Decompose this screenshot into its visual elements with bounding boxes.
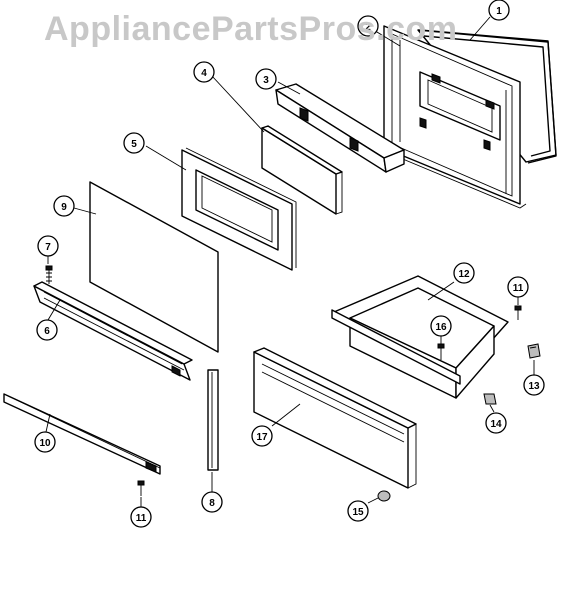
- callout-1: 1: [488, 0, 510, 21]
- part-3-door-handle: [275, 83, 405, 173]
- part-8-seal-strip: [207, 369, 219, 471]
- callout-label: 14: [490, 419, 502, 430]
- callout-6: 6: [36, 319, 58, 341]
- part-5-window-frame: [181, 147, 297, 271]
- callout-label: 12: [458, 269, 470, 280]
- callout-label: 11: [513, 283, 524, 294]
- watermark: AppliancePartsPros.com: [44, 10, 458, 48]
- callout-label: 1: [496, 6, 502, 17]
- callout-label: 3: [263, 75, 269, 86]
- callout-10: 10: [34, 431, 56, 453]
- callout-11-upper: 11: [507, 276, 529, 298]
- part-2-inner-door: [383, 25, 527, 209]
- callout-8: 8: [201, 491, 223, 513]
- leader-lines: [45, 16, 535, 507]
- callout-label: 4: [201, 68, 207, 79]
- callout-15: 15: [347, 500, 369, 522]
- callout-9: 9: [53, 195, 75, 217]
- callout-2: 2: [357, 15, 379, 37]
- part-10-drawer-rail: [3, 393, 161, 475]
- callout-3: 3: [255, 68, 277, 90]
- callout-5: 5: [123, 132, 145, 154]
- callout-7: 7: [37, 235, 59, 257]
- callout-label: 15: [352, 507, 364, 518]
- part-9-outer-glass: [89, 181, 219, 353]
- part-13-clip: [527, 343, 541, 359]
- callout-17: 17: [251, 425, 273, 447]
- callout-label: 9: [61, 202, 67, 213]
- part-14-bumper: [483, 393, 497, 405]
- callout-label: 17: [256, 432, 268, 443]
- part-4-glass-panel: [261, 125, 343, 215]
- part-12-drawer-box: [331, 275, 509, 399]
- callout-label: 16: [435, 322, 447, 333]
- callout-13: 13: [523, 374, 545, 396]
- part-7-screw: [45, 265, 53, 284]
- part-17-drawer-front: [253, 347, 417, 489]
- callout-label: 8: [209, 498, 215, 509]
- callout-label: 7: [45, 242, 51, 253]
- callout-12: 12: [453, 262, 475, 284]
- callout-label: 2: [365, 22, 371, 33]
- part-11-screw-upper: [514, 305, 522, 320]
- part-11-screw-lower: [137, 480, 145, 496]
- callout-label: 5: [131, 139, 137, 150]
- callout-label: 10: [39, 438, 51, 449]
- callout-label: 13: [528, 381, 540, 392]
- callout-14: 14: [485, 412, 507, 434]
- part-6-vent-trim: [33, 281, 193, 381]
- part-15-glide: [377, 490, 391, 502]
- callout-4: 4: [193, 61, 215, 83]
- callout-label: 6: [44, 326, 50, 337]
- callout-11-lower: 11: [130, 506, 152, 528]
- callout-label: 11: [136, 513, 147, 524]
- part-16-screw: [437, 343, 445, 360]
- callout-16: 16: [430, 315, 452, 337]
